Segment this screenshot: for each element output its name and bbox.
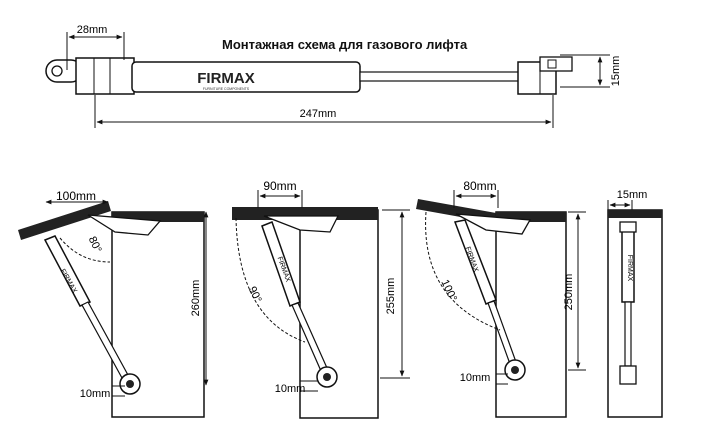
brand-logo-text: FIRMAX [197, 70, 255, 87]
d2-offset: 90mm [263, 179, 296, 193]
strut-cylinder-2 [261, 221, 301, 307]
d3-offset: 80mm [463, 179, 496, 193]
d2-angle: 90° [246, 285, 264, 305]
top-view-dimensions [66, 32, 610, 128]
dim-total-length: 247mm [300, 108, 337, 120]
cabinet-side-4 [607, 209, 663, 418]
diagram-80-degrees [18, 199, 209, 418]
strut-cylinder-1 [43, 235, 92, 307]
d1-angle: 80° [86, 235, 104, 255]
top-view-gas-spring [45, 56, 573, 95]
d3-angle: 100° [438, 278, 458, 304]
dim-mount-width: 28mm [77, 24, 108, 36]
diagram-90-degrees [232, 190, 410, 419]
left-mount-block [75, 57, 135, 95]
d4-offset: 15mm [617, 189, 648, 201]
d3-bottom: 10mm [460, 372, 491, 384]
d4-strut-label: FIRMAX [626, 255, 633, 282]
left-bracket-hole [51, 65, 63, 77]
cabinet-side-3 [495, 211, 567, 418]
diagram-100-degrees [416, 190, 586, 418]
d1-height: 260mm [190, 280, 202, 317]
d1-bottom: 10mm [80, 388, 111, 400]
d3-height: 250mm [563, 274, 575, 311]
door-panel-1 [18, 201, 111, 240]
d1-offset: 100mm [56, 189, 96, 203]
cabinet-top-4 [608, 210, 662, 218]
piston-rod [359, 71, 521, 82]
d2-bottom: 10mm [275, 383, 306, 395]
diagram-title: Монтажная схема для газового лифта [222, 37, 468, 52]
dim-height: 15mm [610, 56, 622, 87]
strut-cylinder-3 [453, 219, 497, 305]
diagram-closed [607, 200, 663, 418]
brand-tagline: FURNITURE COMPONENTS [203, 87, 250, 91]
cabinet-side-2 [299, 209, 379, 419]
d2-height: 255mm [385, 278, 397, 315]
strut-rod-4 [624, 301, 632, 367]
